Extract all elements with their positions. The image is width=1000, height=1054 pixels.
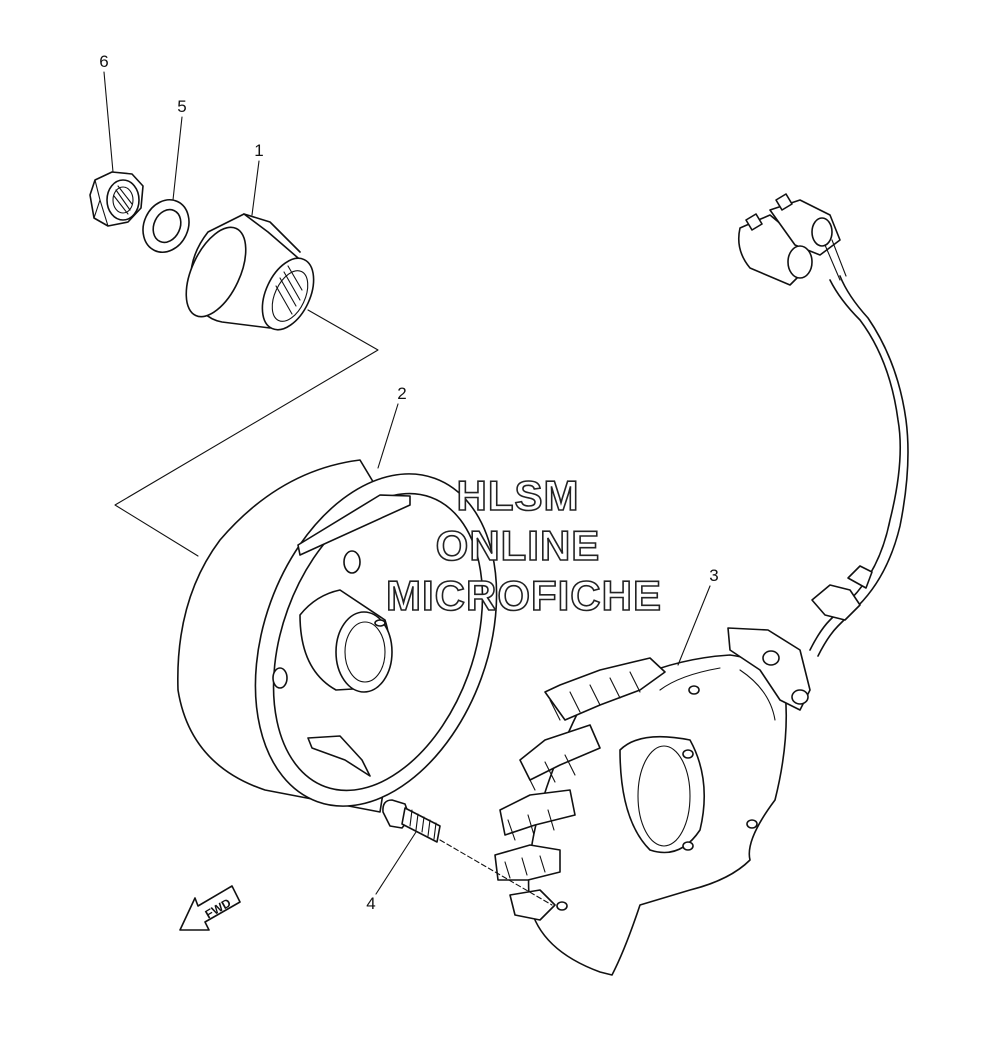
- watermark-line-2: ONLINE: [436, 522, 601, 569]
- callout-2: 2: [397, 384, 406, 403]
- callout-5: 5: [177, 97, 186, 116]
- part-3-stator: [494, 627, 811, 976]
- leader-lines: [103, 71, 711, 906]
- fwd-direction-arrow: FWD: [179, 885, 241, 931]
- part-2-flywheel-rotor: [177, 459, 498, 813]
- callout-3: 3: [709, 566, 718, 585]
- watermark-line-3: MICROFICHE: [386, 572, 662, 619]
- callout-6: 6: [99, 52, 108, 71]
- callout-numbers: 6 5 1 2 3 4: [99, 52, 718, 913]
- callout-4: 4: [366, 894, 375, 913]
- watermark: HLSM ONLINE MICROFICHE: [385, 471, 662, 620]
- stator-wire-harness: [737, 193, 909, 657]
- watermark-line-1: HLSM: [457, 472, 580, 519]
- callout-1: 1: [254, 141, 263, 160]
- part-6-nut: [89, 171, 144, 227]
- part-5-washer: [142, 199, 190, 253]
- part-4-bolt: [382, 799, 441, 843]
- part-1-collar: [185, 213, 315, 331]
